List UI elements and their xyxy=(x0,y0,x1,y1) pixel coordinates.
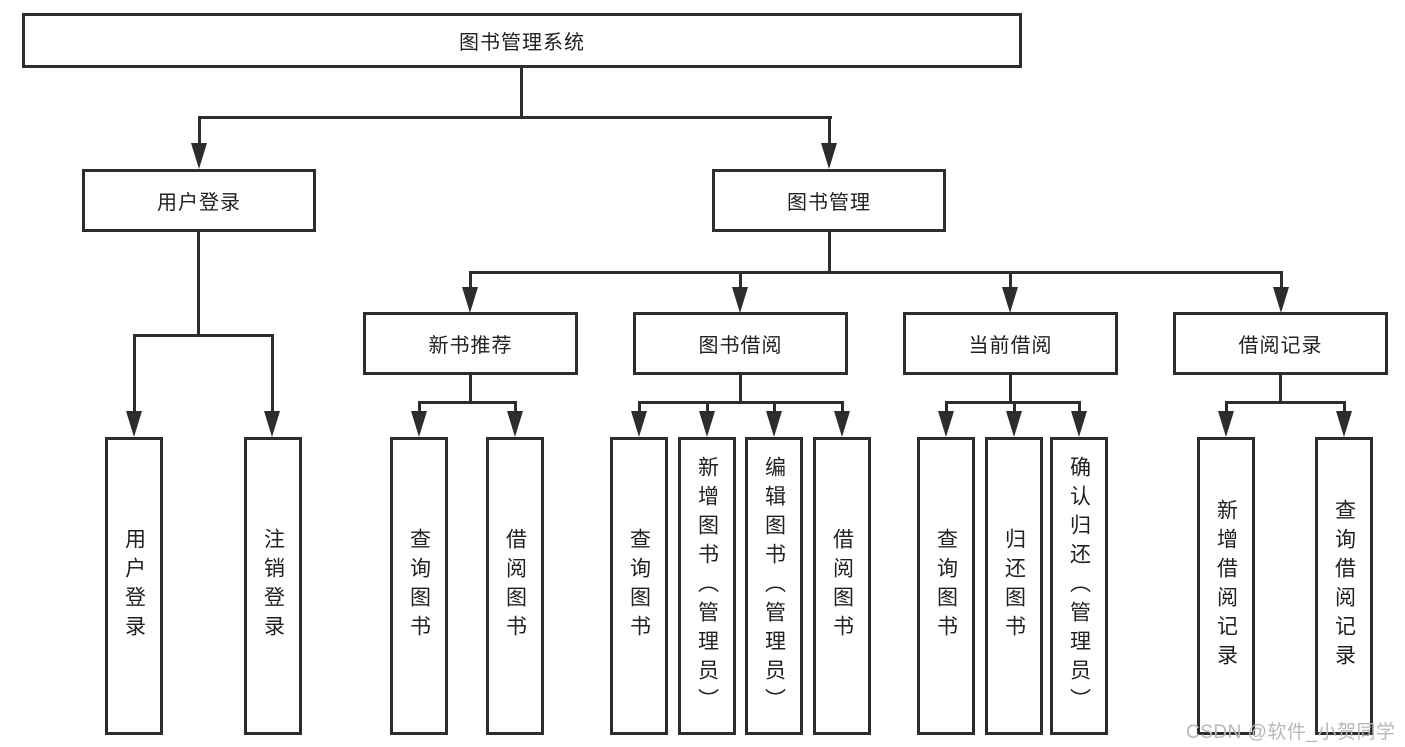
arrow-down-icon xyxy=(631,411,647,437)
arrow-down-icon xyxy=(411,411,427,437)
leaf-confirm-return-admin: 确认归还（管理员） xyxy=(1050,437,1108,735)
connector-shaft xyxy=(739,271,742,289)
node-current-borrow: 当前借阅 xyxy=(903,312,1118,375)
arrow-down-icon xyxy=(1006,411,1022,437)
connector-shaft xyxy=(1013,401,1016,413)
node-root-library-system: 图书管理系统 xyxy=(22,13,1022,68)
connector-shaft xyxy=(945,401,948,413)
leaf-add-book-admin: 新增图书（管理员） xyxy=(678,437,736,735)
connector-shaft xyxy=(1343,401,1346,413)
arrow-down-icon xyxy=(126,411,142,437)
leaf-label: 归还图书 xyxy=(1002,528,1026,644)
connector-shaft xyxy=(469,271,472,289)
leaf-edit-book-admin: 编辑图书（管理员） xyxy=(745,437,803,735)
leaf-logout-login: 注销登录 xyxy=(244,437,302,735)
connector-user-login-shaft xyxy=(198,116,201,146)
connector-user-login-stub xyxy=(197,232,200,337)
arrow-down-icon xyxy=(821,143,837,169)
connector-stub xyxy=(1279,375,1282,404)
leaf-label: 新增图书（管理员） xyxy=(695,455,719,717)
connector-shaft xyxy=(638,401,641,413)
leaf-label: 借阅图书 xyxy=(503,528,527,644)
connector-shaft xyxy=(773,401,776,413)
leaf-label: 确认归还（管理员） xyxy=(1067,455,1091,717)
node-label: 图书管理 xyxy=(787,192,871,214)
connector-shaft xyxy=(1280,271,1283,289)
arrow-down-icon xyxy=(507,411,523,437)
connector-user-login-rail xyxy=(133,334,274,337)
connector-shaft xyxy=(418,401,421,413)
node-label: 图书管理系统 xyxy=(459,32,585,54)
connector-rail xyxy=(418,401,517,404)
leaf-label: 查询图书 xyxy=(934,528,958,644)
leaf-user-login: 用户登录 xyxy=(105,437,163,735)
node-borrow-records: 借阅记录 xyxy=(1173,312,1388,375)
connector-book-mgmt-stub xyxy=(828,232,831,273)
connector-shaft xyxy=(1078,401,1081,413)
leaf-recommend-borrow-books: 借阅图书 xyxy=(486,437,544,735)
arrow-down-icon xyxy=(732,287,748,313)
node-new-book-recommend: 新书推荐 xyxy=(363,312,578,375)
leaf-label: 借阅图书 xyxy=(830,528,854,644)
arrow-down-icon xyxy=(1273,287,1289,313)
connector-shaft xyxy=(514,401,517,413)
node-book-management: 图书管理 xyxy=(712,169,946,232)
csdn-watermark: CSDN @软件_小贺同学 xyxy=(1186,722,1396,743)
arrow-down-icon xyxy=(699,411,715,437)
leaf-label: 注销登录 xyxy=(261,528,285,644)
connector-rail xyxy=(638,401,844,404)
leaf-label: 编辑图书（管理员） xyxy=(762,455,786,717)
connector-shaft xyxy=(841,401,844,413)
arrow-down-icon xyxy=(264,411,280,437)
node-label: 新书推荐 xyxy=(428,335,513,357)
connector-stub xyxy=(1009,375,1012,404)
node-label: 借阅记录 xyxy=(1238,335,1323,357)
leaf-label: 查询图书 xyxy=(407,528,431,644)
leaf-current-query-books: 查询图书 xyxy=(917,437,975,735)
connector-shaft xyxy=(1009,271,1012,289)
arrow-down-icon xyxy=(191,143,207,169)
connector-level3-rail xyxy=(469,271,1283,274)
connector-shaft xyxy=(133,334,136,412)
connector-rail xyxy=(1225,401,1346,404)
node-book-borrow: 图书借阅 xyxy=(633,312,848,375)
leaf-add-borrow-record: 新增借阅记录 xyxy=(1197,437,1255,735)
leaf-label: 查询借阅记录 xyxy=(1332,499,1356,673)
connector-stub xyxy=(469,375,472,404)
arrow-down-icon xyxy=(834,411,850,437)
node-user-login: 用户登录 xyxy=(82,169,316,232)
leaf-label: 用户登录 xyxy=(122,528,146,644)
arrow-down-icon xyxy=(1071,411,1087,437)
arrow-down-icon xyxy=(1002,287,1018,313)
arrow-down-icon xyxy=(1336,411,1352,437)
connector-shaft xyxy=(706,401,709,413)
leaf-recommend-query-books: 查询图书 xyxy=(390,437,448,735)
connector-book-mgmt-shaft xyxy=(828,116,831,146)
leaf-label: 查询图书 xyxy=(627,528,651,644)
node-label: 用户登录 xyxy=(157,192,241,214)
connector-level2-rail xyxy=(198,116,832,119)
node-label: 图书借阅 xyxy=(698,335,783,357)
arrow-down-icon xyxy=(766,411,782,437)
connector-shaft xyxy=(1225,401,1228,413)
connector-shaft xyxy=(271,334,274,412)
leaf-label: 新增借阅记录 xyxy=(1214,499,1238,673)
arrow-down-icon xyxy=(938,411,954,437)
leaf-borrow-query-books: 查询图书 xyxy=(610,437,668,735)
connector-root-stub xyxy=(520,68,523,118)
node-label: 当前借阅 xyxy=(968,335,1053,357)
arrow-down-icon xyxy=(1218,411,1234,437)
leaf-borrow-books: 借阅图书 xyxy=(813,437,871,735)
arrow-down-icon xyxy=(462,287,478,313)
leaf-return-books: 归还图书 xyxy=(985,437,1043,735)
leaf-query-borrow-record: 查询借阅记录 xyxy=(1315,437,1373,735)
connector-stub xyxy=(739,375,742,404)
